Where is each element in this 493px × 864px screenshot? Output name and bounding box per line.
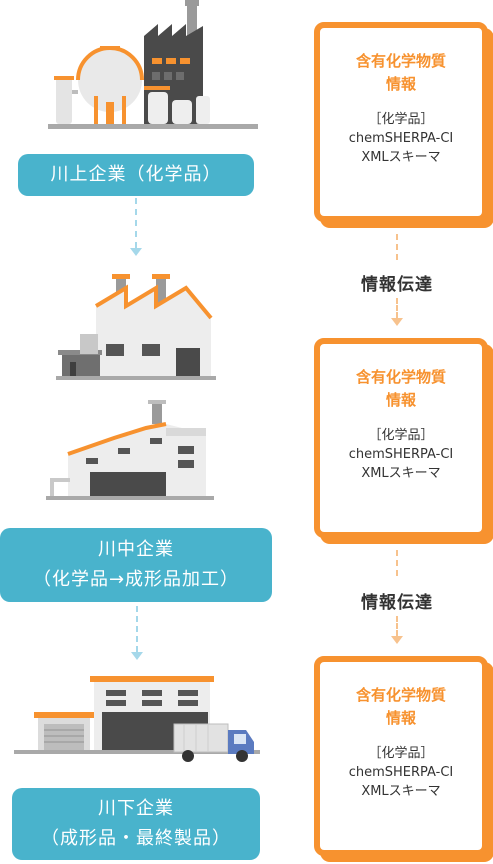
midstream-company-name: 川中企業 <box>98 539 174 560</box>
downstream-company-name: 川下企業 <box>98 798 174 819</box>
manufacturing-plant-with-truck-illustration <box>14 676 260 762</box>
info-transfer-label-2: 情報伝達 <box>361 593 433 613</box>
midstream-flow-line <box>136 606 138 652</box>
info-flow-line-1b <box>396 298 398 318</box>
info-flow-line-2b <box>396 616 398 636</box>
midstream-company-detail: （化学品→成形品加工） <box>32 569 240 590</box>
info-card-downstream: 含有化学物質 情報 ［化学品］ chemSHERPA-CI XMLスキーマ <box>314 656 488 856</box>
midstream-company-label: 川中企業 （化学品→成形品加工） <box>0 528 272 602</box>
info-card-title: 含有化学物質 <box>355 368 446 386</box>
info-transfer-label-1: 情報伝達 <box>361 275 433 295</box>
info-flow-arrow-1 <box>391 318 403 326</box>
factory-illustration <box>56 274 216 380</box>
upstream-flow-line <box>135 198 137 248</box>
info-card-title-line2: 情報 <box>385 709 416 727</box>
info-flow-line-1 <box>396 234 398 260</box>
info-flow-arrow-2 <box>391 636 403 644</box>
upstream-company-label: 川上企業（化学品） <box>18 154 254 196</box>
downstream-company-detail: （成形品・最終製品） <box>41 828 231 849</box>
info-card-category: ［化学品］ <box>368 112 434 127</box>
info-card-schema: XMLスキーマ <box>361 466 441 481</box>
info-card-schema: XMLスキーマ <box>361 150 441 165</box>
chemical-plant-illustration <box>48 0 258 129</box>
info-card-midstream: 含有化学物質 情報 ［化学品］ chemSHERPA-CI XMLスキーマ <box>314 338 488 538</box>
info-card-schema: XMLスキーマ <box>361 784 441 799</box>
downstream-company-label: 川下企業 （成形品・最終製品） <box>12 788 260 860</box>
info-card-category: ［化学品］ <box>368 428 434 443</box>
info-card-title: 含有化学物質 <box>355 686 446 704</box>
info-card-title-line2: 情報 <box>385 75 416 93</box>
info-card-upstream: 含有化学物質 情報 ［化学品］ chemSHERPA-CI XMLスキーマ <box>314 22 488 222</box>
info-card-category: ［化学品］ <box>368 746 434 761</box>
upstream-flow-arrow <box>130 248 142 256</box>
info-flow-line-2 <box>396 550 398 576</box>
info-card-format: chemSHERPA-CI <box>348 131 454 146</box>
info-card-title: 含有化学物質 <box>355 52 446 70</box>
info-card-format: chemSHERPA-CI <box>348 447 454 462</box>
warehouse-illustration <box>46 400 214 500</box>
upstream-company-name: 川上企業（化学品） <box>50 164 222 185</box>
info-card-title-line2: 情報 <box>385 391 416 409</box>
midstream-flow-arrow <box>131 652 143 660</box>
info-card-format: chemSHERPA-CI <box>348 765 454 780</box>
